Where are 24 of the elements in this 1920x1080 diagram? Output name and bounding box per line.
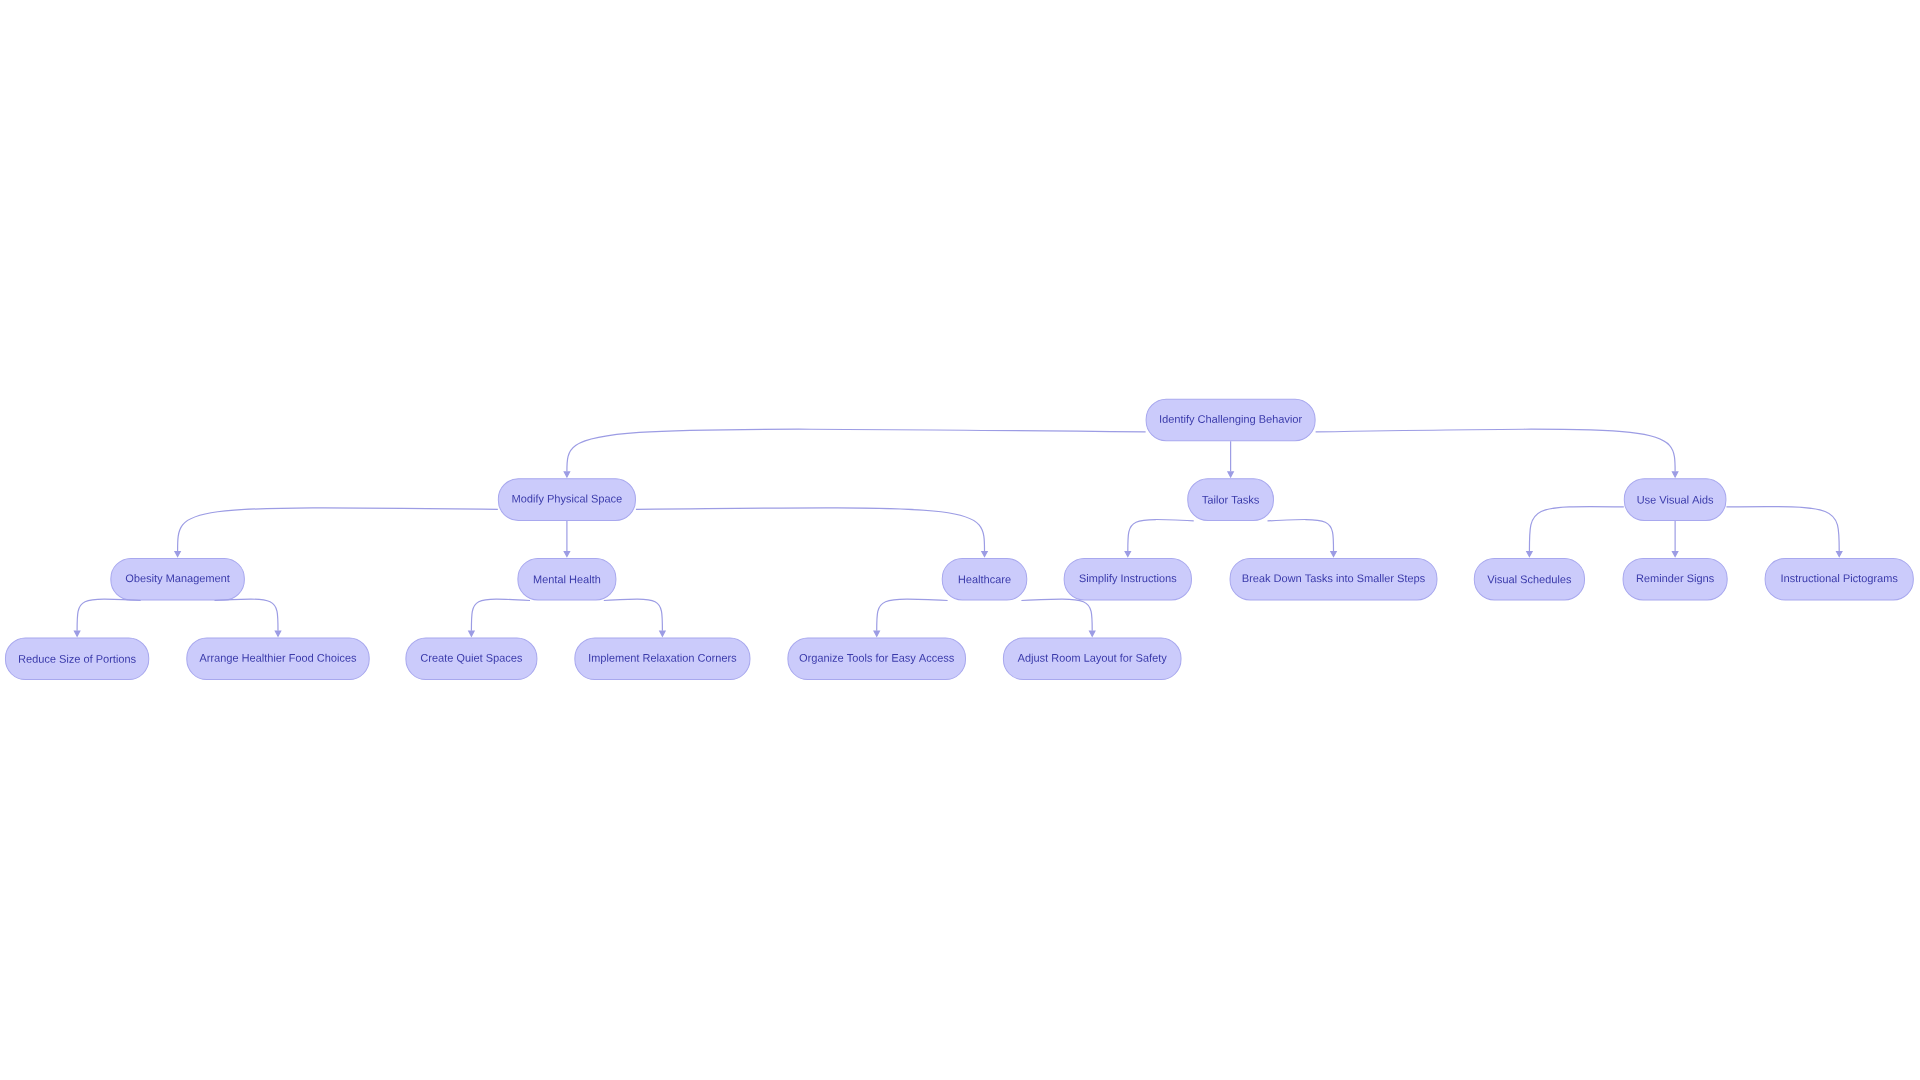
arrow [635,507,989,558]
process-box: Instructional Pictograms [1764,557,1914,601]
arrow [1725,505,1843,558]
process-box: Identify Challenging Behavior [1145,398,1316,442]
process-box: Tailor Tasks [1187,478,1274,521]
process-box: Healthcare [941,557,1028,601]
arrow [1671,520,1679,558]
process-box: Adjust Room Layout for Safety [1002,637,1182,681]
process-box: Use Visual Aids [1623,478,1727,521]
process-box: Modify Physical Space [497,478,636,521]
arrow [1266,518,1338,558]
process-box: Create Quiet Spaces [405,637,538,681]
process-box: Simplify Instructions [1063,557,1192,601]
arrow [1124,518,1195,558]
process-box: Implement Relaxation Corners [574,637,751,681]
process-box: Break Down Tasks into Smaller Steps [1229,557,1438,601]
process-box: Reduce Size of Portions [4,637,150,681]
process-box: Reminder Signs [1622,557,1728,601]
process-box: Mental Health [517,557,617,601]
process-box: Visual Schedules [1473,557,1585,601]
arrow [563,520,571,558]
process-box: Arrange Healthier Food Choices [186,637,370,681]
process-box: Organize Tools for Easy Access [787,637,966,681]
process-box: Obesity Management [110,557,245,601]
